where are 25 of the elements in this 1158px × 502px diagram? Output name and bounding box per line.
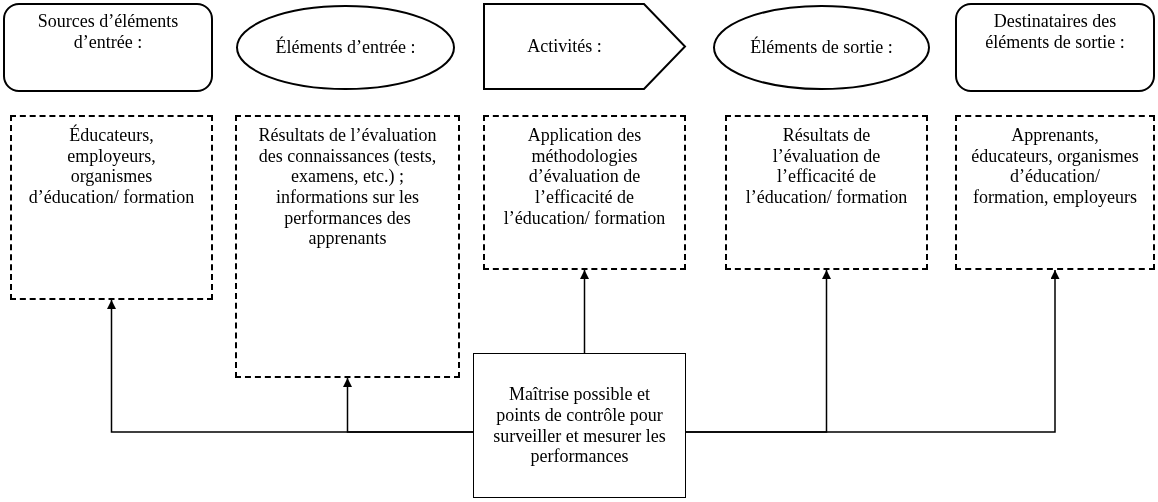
process-box: [473, 353, 686, 498]
node-text: Éléments d’entrée :: [275, 37, 416, 58]
arrow: [685, 269, 1060, 433]
dashed-box: [955, 115, 1155, 270]
node-text: Maîtrise possible et points de contrôle pour surveiller et mesurer les performances: [492, 384, 667, 467]
node-text: Sources d’éléments d’entrée :: [36, 11, 180, 53]
dashed-box: [10, 115, 213, 300]
rounded-box: [955, 3, 1155, 92]
node-text: Apprenants, éducateurs, organismes d’éducation/ formation, employeurs: [971, 125, 1139, 208]
node-text: Résultats de l’évaluation de l’efficacité de l’éducation/ formation: [744, 125, 909, 208]
ellipse: [713, 5, 930, 90]
dashed-box: [483, 115, 686, 270]
arrow: [580, 269, 589, 354]
dashed-box: [235, 115, 460, 378]
node-text: Éducateurs, employeurs, organismes d’éducation/ formation: [27, 125, 196, 208]
node-text: Résultats de l’évaluation des connaissances (tests, examens, etc.) ; informations sur les performances des apprenants: [257, 125, 438, 250]
arrow: [343, 377, 474, 433]
node-text: Destinataires des éléments de sortie :: [984, 11, 1126, 53]
rounded-box: [3, 3, 213, 92]
node-text: Éléments de sortie :: [750, 37, 893, 58]
dashed-box: [725, 115, 928, 270]
ellipse: [236, 5, 455, 90]
node-text: Activités :: [527, 36, 602, 57]
node-text: Application des méthodologies d’évaluation de l’efficacité de l’éducation/ formation: [502, 125, 667, 229]
pentagon-arrow-shape: [483, 3, 686, 90]
